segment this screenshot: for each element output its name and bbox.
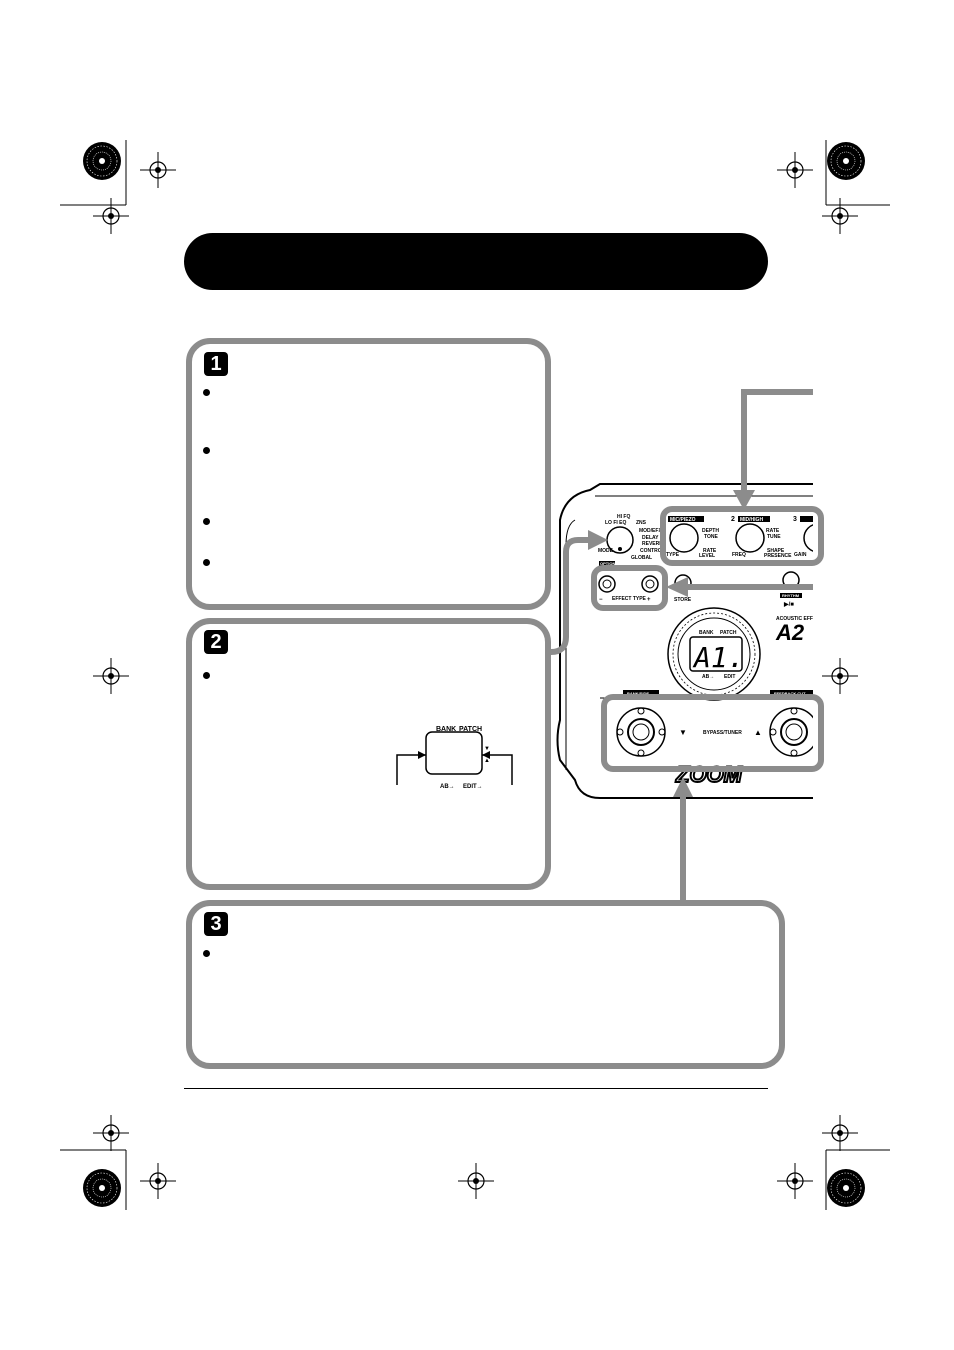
mode-zns-label: ZNS — [636, 520, 647, 526]
display-ab-label: AB→ — [702, 674, 714, 680]
mode-reverb-label: REVERB — [642, 541, 663, 547]
knob1-top-label: MIC/PIEZO — [670, 517, 696, 523]
display-edit-label: EDIT — [724, 674, 735, 680]
bullet-marker — [203, 389, 210, 396]
rhythm-label: RHYTHM — [782, 593, 800, 598]
knob2-number: 2 — [731, 516, 735, 523]
play-stop-label: ▶/■ — [783, 601, 794, 608]
mode-control-label: CONTROL — [640, 548, 665, 554]
left-switch-label: BANK/SIDE — [627, 691, 649, 696]
step-3-panel — [186, 900, 785, 1069]
knob1-tone-label: TONE — [704, 534, 718, 540]
bullet-marker — [203, 518, 210, 525]
mode-delay-label: DELAY — [642, 535, 659, 541]
knob1-type-label: TYPE — [666, 552, 680, 558]
led-display — [689, 636, 743, 672]
right-switch-label: FEEDBACK CUT — [774, 691, 806, 696]
parameter-knob-1 — [669, 523, 699, 553]
knob2-presence-label: PRESENCE — [764, 553, 792, 559]
down-arrow-label: ▼ — [679, 728, 687, 737]
parameter-knob-3 — [803, 524, 813, 552]
mode-modefx-label: MOD/EFX — [639, 528, 662, 534]
bullet-marker — [203, 950, 210, 957]
led-digits: A1. — [692, 641, 745, 674]
step-3-badge: 3 — [204, 912, 228, 936]
effect-type-label: EFFECT TYPE — [612, 596, 647, 602]
store-button — [674, 574, 692, 592]
knob1-level-label: LEVEL — [699, 553, 715, 559]
footer-rule — [184, 1088, 768, 1089]
up-arrow-label: ▲ — [754, 728, 762, 737]
display-bank-label: BANK — [699, 630, 714, 636]
knob3-number: 3 — [793, 516, 797, 523]
section-title-bar — [184, 233, 768, 290]
type-minus-label: − — [599, 597, 603, 603]
bullet-marker — [203, 447, 210, 454]
step-1-badge: 1 — [204, 352, 228, 376]
parameter-knob-2 — [735, 523, 765, 553]
bullet-marker — [203, 559, 210, 566]
knob2-freq-label: FREQ — [732, 552, 746, 558]
model-name: A2 — [775, 620, 805, 645]
mode-hifq-label: HI FQ — [617, 514, 630, 520]
knob2-tune-label: TUNE — [767, 534, 781, 540]
mode-global-label: GLOBAL — [631, 555, 652, 561]
step-2-badge: 2 — [204, 630, 228, 654]
step-2-panel — [186, 618, 551, 890]
step-1-panel — [186, 338, 551, 610]
rhythm-button — [782, 571, 800, 589]
zoom-logo: ZOOM — [675, 762, 743, 787]
store-label: STORE — [674, 597, 692, 603]
display-patch-label: PATCH — [720, 630, 737, 636]
knob3-gain-label: GAIN — [794, 552, 807, 558]
knob2-top-label: MID/HIGH — [740, 517, 763, 523]
bullet-marker — [203, 672, 210, 679]
bypass-tuner-label: BYPASS/TUNER — [703, 730, 742, 736]
type-plus-label: + — [647, 597, 651, 603]
mode-label: MODE — [598, 548, 614, 554]
brand-line: ACOUSTIC EFFECT — [776, 616, 823, 622]
option-label: OPTION — [600, 561, 615, 566]
mode-lofi-label: LO FI EQ — [605, 520, 627, 526]
